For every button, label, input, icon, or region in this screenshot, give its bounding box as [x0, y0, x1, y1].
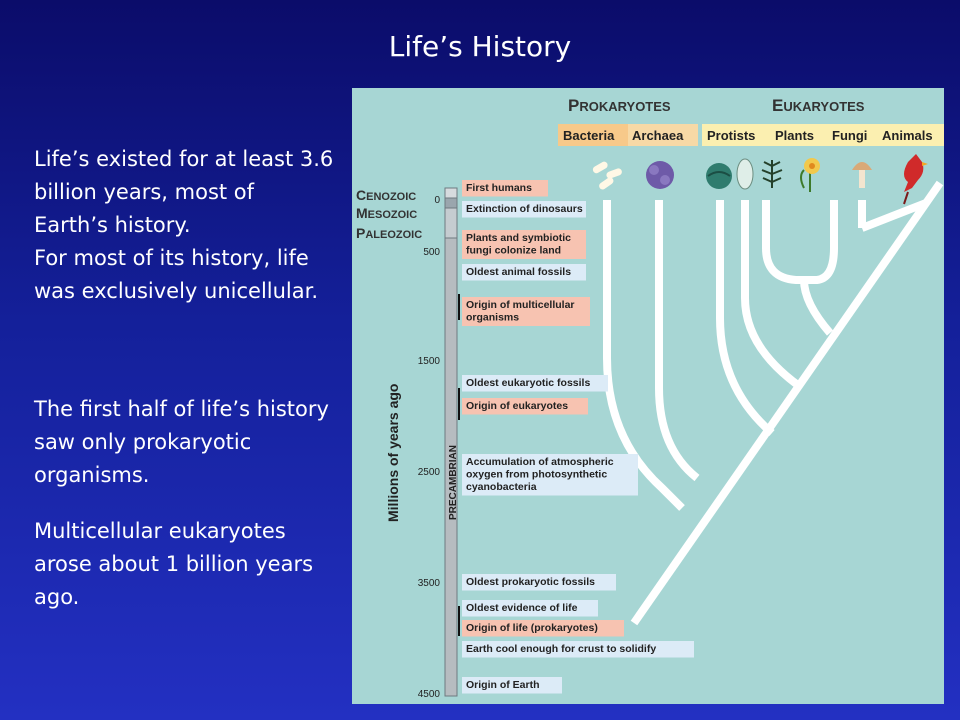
event-label: First humans	[466, 182, 532, 194]
tag-bg-protists	[702, 124, 772, 146]
flower-icon	[800, 158, 820, 192]
event-label: Origin of eukaryotes	[466, 400, 568, 412]
event-box: Extinction of dinosaurs	[462, 201, 586, 218]
event-label: Accumulation of atmospheric	[466, 456, 614, 468]
event-box: First humans	[462, 180, 548, 197]
event-box: Oldest evidence of life	[462, 600, 598, 617]
slide-title: Life’s History	[388, 30, 572, 63]
tick-label: 3500	[418, 578, 441, 589]
event-label: Oldest animal fossils	[466, 266, 571, 278]
geologic-time-column	[444, 187, 458, 697]
event-label: Origin of life (prokaryotes)	[466, 622, 598, 634]
domain-label-protists: Protists	[707, 128, 755, 143]
paragraph-prokaryotes: The first half of life’s history saw onl…	[34, 393, 334, 492]
mushroom-icon	[852, 162, 872, 188]
era-label-mesozoic: MESOZOIC	[356, 205, 417, 221]
event-label: Oldest evidence of life	[466, 602, 578, 614]
event-box-bg	[462, 375, 608, 392]
eukaryotes-header: EUKARYOTES	[772, 96, 865, 115]
event-label: fungi colonize land	[466, 245, 561, 257]
tree-trunk-root	[630, 180, 944, 626]
protist-icon	[706, 158, 754, 190]
tree-branch-plants	[741, 200, 805, 392]
paragraph-multicellular: Multicellular eukaryotes arose about 1 b…	[34, 515, 334, 614]
event-box: Oldest eukaryotic fossils	[462, 375, 608, 392]
tree-branch-bacteria	[603, 200, 685, 511]
tick-label: 4500	[418, 689, 441, 700]
tree-branch-fungi-stem	[800, 279, 834, 336]
event-box: Oldest animal fossils	[462, 264, 586, 281]
phylogeny-figure: PROKARYOTES EUKARYOTES Bacteria Archaea …	[352, 88, 944, 704]
event-box-bg	[462, 620, 624, 637]
tag-bg-archaea	[628, 124, 698, 146]
tree-branch-animals	[860, 199, 928, 232]
tick-label: 2500	[418, 467, 441, 478]
tick-label: 500	[423, 247, 440, 258]
event-box: Origin of life (prokaryotes)	[462, 620, 624, 637]
bacteria-icon	[592, 161, 622, 190]
event-label: organisms	[466, 312, 519, 324]
paragraph-life-history: Life’s existed for at least 3.6 billion …	[34, 143, 334, 308]
tag-bg-fungi	[828, 124, 878, 146]
event-box-bg	[462, 641, 694, 658]
event-box-bg	[462, 454, 638, 496]
phylogeny-svg: PROKARYOTES EUKARYOTES Bacteria Archaea …	[356, 96, 944, 700]
fern-icon	[761, 160, 783, 188]
domain-label-animals: Animals	[882, 128, 933, 143]
domain-label-archaea: Archaea	[632, 128, 684, 143]
event-label: Origin of multicellular	[466, 299, 575, 311]
paragraph-line: The first half of life’s history saw onl…	[34, 397, 329, 487]
event-box-bg	[462, 264, 586, 281]
event-label: Origin of Earth	[466, 679, 540, 691]
tick-label: 0	[434, 195, 440, 206]
event-box-bg	[462, 201, 586, 218]
tag-bg-plants	[772, 124, 828, 146]
event-box: Earth cool enough for crust to solidify	[462, 641, 694, 658]
tag-bg-animals	[878, 124, 944, 146]
domain-label-bacteria: Bacteria	[563, 128, 615, 143]
paragraph-line: Life’s existed for at least 3.6 billion …	[34, 147, 334, 237]
event-box-bg	[462, 297, 590, 326]
event-label: cyanobacteria	[466, 481, 537, 493]
event-label: Earth cool enough for crust to solidify	[466, 643, 656, 655]
eon-label-precambrian: PRECAMBRIAN	[448, 445, 459, 520]
archaea-icon	[646, 161, 674, 189]
event-box-bg	[462, 574, 616, 591]
tag-bg-bacteria	[558, 124, 628, 146]
event-label: Oldest eukaryotic fossils	[466, 377, 590, 389]
cardinal-icon	[903, 154, 928, 205]
event-label: oxygen from photosynthetic	[466, 469, 607, 481]
prokaryotes-header: PROKARYOTES	[568, 96, 671, 115]
event-label: Oldest prokaryotic fossils	[466, 576, 595, 588]
domain-label-plants: Plants	[775, 128, 814, 143]
event-box: Origin of Earth	[462, 677, 562, 694]
paragraph-line: Multicellular eukaryotes arose about 1 b…	[34, 519, 314, 609]
event-label: Extinction of dinosaurs	[466, 203, 583, 215]
paragraph-line: For most of its history, life was exclus…	[34, 246, 319, 303]
event-box-bg	[462, 180, 548, 197]
era-label-paleozoic: PALEOZOIC	[356, 225, 422, 241]
domain-label-fungi: Fungi	[832, 128, 867, 143]
tree-branch-archaea	[655, 200, 700, 482]
axis-label-years: Millions of years ago	[385, 384, 401, 522]
tick-label: 1500	[418, 356, 441, 367]
tree-branch-protists	[716, 200, 775, 437]
event-box-bg	[462, 398, 588, 415]
evolution-tree	[603, 180, 944, 626]
event-box: Oldest prokaryotic fossils	[462, 574, 616, 591]
tree-branch-fungi-animals-join	[762, 200, 838, 284]
organism-icons	[592, 154, 928, 205]
event-box: Origin of eukaryotes	[462, 398, 588, 415]
event-box-bg	[462, 677, 562, 694]
event-box-bg	[462, 600, 598, 617]
era-label-cenozoic: CENOZOIC	[356, 187, 416, 203]
event-label: Plants and symbiotic	[466, 232, 571, 244]
event-box-bg	[462, 230, 586, 259]
